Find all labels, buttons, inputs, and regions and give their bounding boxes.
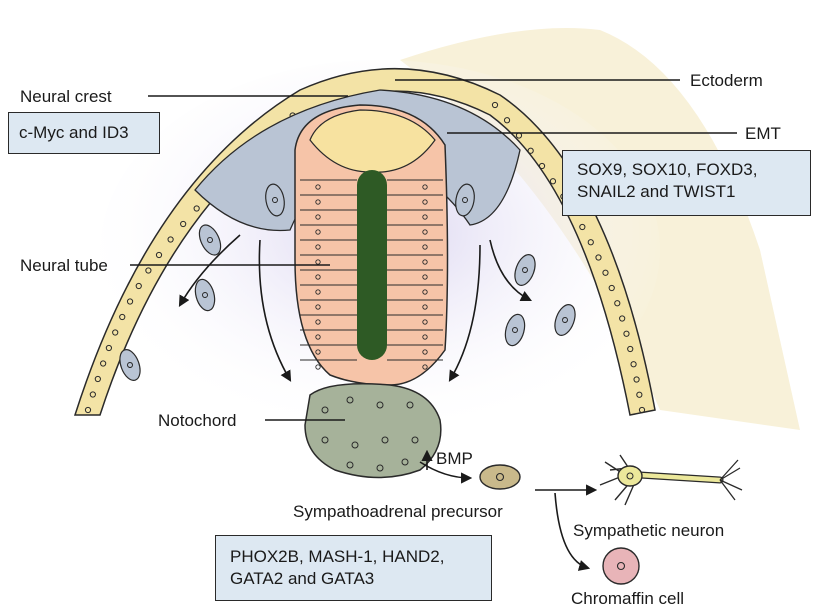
sympathetic-neuron-label: Sympathetic neuron (573, 522, 724, 539)
sympathoadrenal-markers-line-1: PHOX2B, MASH-1, HAND2, (230, 546, 481, 568)
notochord-label: Notochord (158, 412, 236, 429)
emt-label: EMT (745, 125, 781, 142)
bmp-label: BMP (436, 450, 473, 467)
neural-crest-markers-text: c-Myc and ID3 (19, 122, 129, 144)
neural-crest-markers-box: c-Myc and ID3 (8, 112, 160, 154)
chromaffin-cell-label: Chromaffin cell (571, 590, 684, 607)
sympathoadrenal-precursor-label: Sympathoadrenal precursor (293, 503, 503, 520)
sympathetic-neuron-icon (600, 455, 742, 505)
notochord (305, 384, 441, 478)
sympathoadrenal-markers-line-2: GATA2 and GATA3 (230, 568, 481, 590)
emt-markers-box: SOX9, SOX10, FOXD3, SNAIL2 and TWIST1 (562, 150, 811, 216)
neural-tube-label: Neural tube (20, 257, 108, 274)
emt-markers-line-1: SOX9, SOX10, FOXD3, (577, 159, 800, 181)
sympathoadrenal-markers-box: PHOX2B, MASH-1, HAND2, GATA2 and GATA3 (215, 535, 492, 601)
emt-markers-line-2: SNAIL2 and TWIST1 (577, 181, 800, 203)
neural-crest-label: Neural crest (20, 88, 112, 105)
precursor-cell (480, 465, 520, 489)
ectoderm-label: Ectoderm (690, 72, 763, 89)
neural-tube-lumen (357, 170, 387, 360)
chromaffin-cell-icon (603, 548, 639, 584)
